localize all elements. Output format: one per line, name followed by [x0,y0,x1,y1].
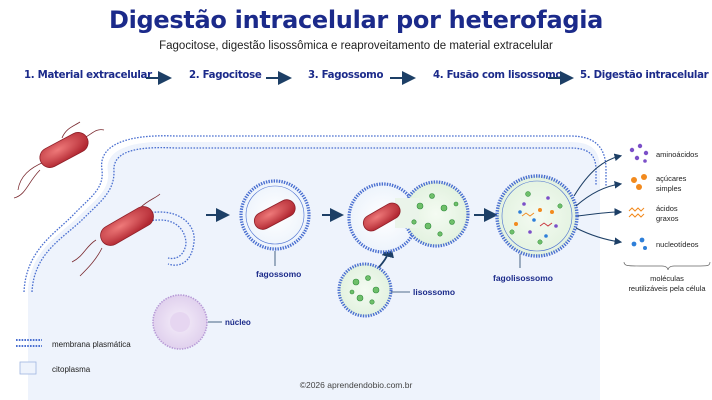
product-label-nucleotides: nucleotídeos [656,240,699,249]
step-4-label: 4. Fusão com lisossomo [433,70,563,81]
product-label-amino-acids: aminoácidos [656,150,698,159]
bacterium-outside-1 [13,121,105,199]
bacterium-outside-2 [71,193,161,277]
phagosome-label: fagossomo [256,269,301,279]
phagolysosome [495,174,579,258]
nucleus [152,294,208,350]
legend-cytoplasm-label: citoplasma [52,365,91,374]
process-steps: 1. Material extracelular 2. Fagocitose 3… [0,70,712,90]
page-subtitle: Fagocitose, digestão lisossômica e reapr… [159,40,553,52]
products-caption-line2: reutilizáveis pela célula [628,284,706,293]
product-label-fatty-acids-line2: graxos [656,214,679,223]
products-brace [623,261,711,271]
phagosome [239,179,311,251]
step-5-label: 5. Digestão intracelular [580,70,709,81]
phagolysosome-label: fagolisossomo [493,273,553,283]
step-2-label: 2. Fagocitose [189,70,262,81]
legend-cytoplasm-swatch [19,361,37,375]
products-caption-line1: moléculas [650,274,684,283]
product-label-fatty-acids: ácidos [656,204,678,213]
footer-credit: ©2026 aprendendobio.com.br [299,380,413,390]
legend-membrane-label: membrana plasmática [52,340,131,349]
fusion-vesicle [347,180,470,254]
lysosome-label: lisossomo [413,287,455,297]
lysosome [337,262,393,318]
cytoplasm-region [28,141,600,400]
product-arrows [573,153,623,246]
fatty-acid-zigzags-icon [628,207,645,218]
product-label-sugars-line2: simples [656,184,682,193]
nucleus-label: núcleo [225,318,251,327]
step-3-label: 3. Fagossomo [308,70,384,81]
page-title: Digestão intracelular por heterofagia [108,6,604,34]
amino-acid-dots-icon [629,143,649,163]
product-label-sugars: açúcares [656,174,687,183]
sugar-hexagons-icon [631,174,647,190]
step-1-label: 1. Material extracelular [24,70,152,81]
nucleotide-dots-icon [631,237,647,250]
legend-membrane-swatch [16,339,42,347]
